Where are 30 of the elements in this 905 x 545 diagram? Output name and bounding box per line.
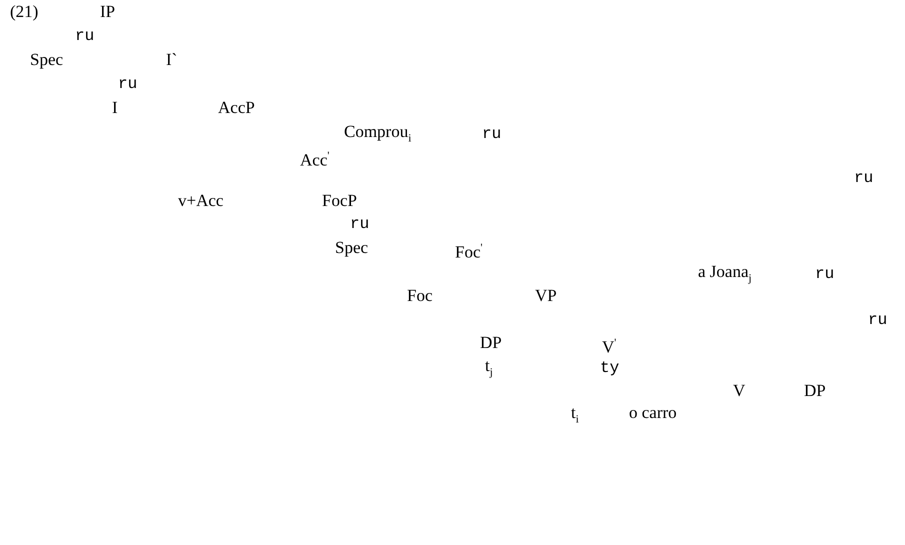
tree-node-label: V <box>733 381 746 401</box>
tree-node-label: a Joana$_{j}$ <box>698 262 752 286</box>
tree-node-label: V$^{'}$ <box>602 336 616 358</box>
tree-node-label: Foc$^{'}$ <box>455 241 482 263</box>
tree-node-label: Comprou$_{i}$ <box>344 122 412 146</box>
tree-node-label: I <box>112 98 118 118</box>
tree-node-label: DP <box>804 381 826 401</box>
tree-node-label: Spec <box>30 50 64 70</box>
tree-node-label: Foc <box>407 286 432 306</box>
tree-node-label: (21) <box>10 2 38 22</box>
tree-node-label: o carro <box>629 403 677 423</box>
branch-glyph-text: ru <box>350 214 370 234</box>
tree-node-label: DP <box>480 333 502 353</box>
tree-node-label: t$_{j}$ <box>485 356 493 380</box>
tree-node-label: Spec <box>335 238 368 258</box>
tree-node-label: FocP <box>322 191 357 211</box>
branch-glyph-text: ru <box>854 168 874 188</box>
branch-glyph-text: ru <box>75 26 94 46</box>
tree-node-label: I` <box>166 50 178 70</box>
tree-node-label: t$_{i}$ <box>571 403 579 428</box>
tree-node-label: VP <box>535 286 557 306</box>
branch-glyph-text: ru <box>118 74 138 94</box>
tree-node-label: AccP <box>218 98 255 118</box>
branch-glyph-text: ru <box>868 310 888 330</box>
tree-node-label: IP <box>100 2 116 22</box>
tree-node-label: v+Acc <box>178 191 224 211</box>
tree-node-label: Acc$^{'}$ <box>300 149 330 171</box>
branch-glyph-text: ru <box>482 124 502 144</box>
branch-glyph-text: ru <box>815 264 834 284</box>
branch-glyph-text: ty <box>600 358 620 378</box>
